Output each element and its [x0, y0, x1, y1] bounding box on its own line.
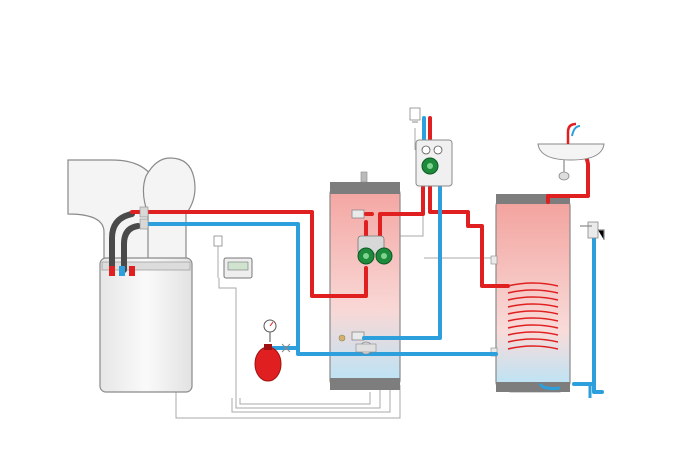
hot-water-pipes — [130, 116, 590, 298]
air-vent — [409, 107, 421, 121]
heat-pump-unit — [67, 157, 196, 393]
expansion-vessel-icon — [254, 319, 291, 382]
cold-water-pipes — [142, 116, 604, 394]
dhw-tank-body — [495, 197, 571, 391]
cold-dip-tube — [538, 383, 561, 390]
buffer-pump-group — [355, 235, 393, 355]
washbasin-icon — [537, 122, 605, 181]
pressure-gauge-icon — [421, 145, 431, 155]
hot-water-cylinder — [490, 194, 571, 392]
flow-connectors — [139, 206, 149, 230]
heating-coil — [507, 282, 559, 350]
buffer-tank-cap — [330, 182, 400, 194]
buffer-sensor-top — [351, 209, 365, 219]
controller-icon — [213, 235, 253, 279]
heat-pump-body — [99, 257, 193, 393]
safety-valve-group — [580, 221, 605, 398]
diverter-valve-assembly — [409, 107, 453, 187]
